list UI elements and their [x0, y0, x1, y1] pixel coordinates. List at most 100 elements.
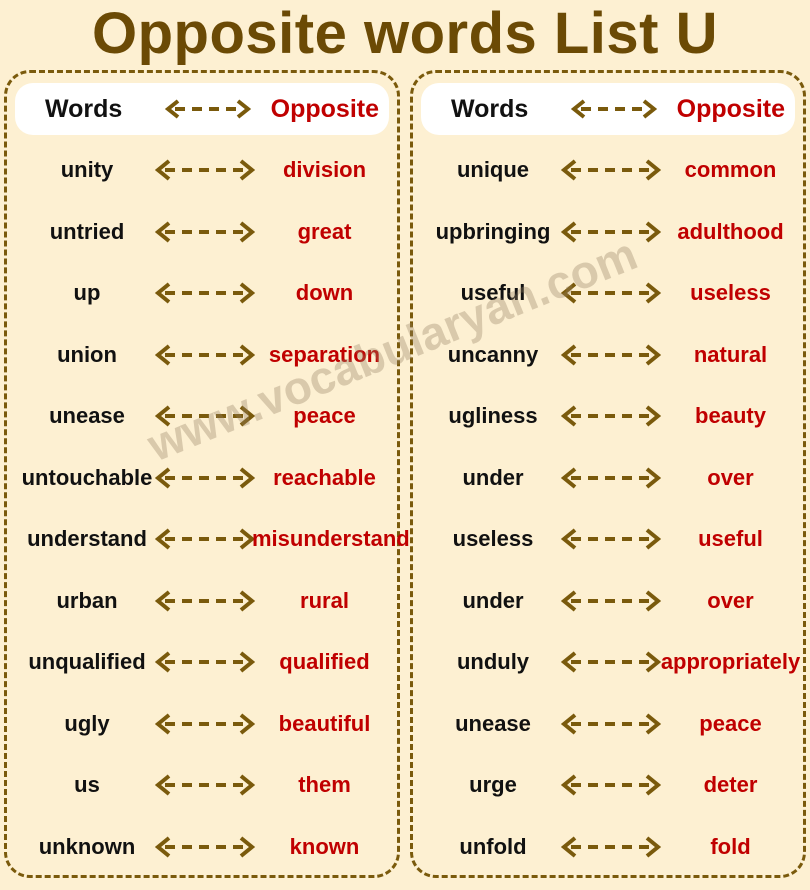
word-text: unique [456, 157, 530, 182]
opposite-text: peace [293, 403, 356, 428]
opposite-text: useful [698, 526, 763, 551]
word-text: ugliness [448, 403, 538, 428]
left-word-list: Words Opposite unity division untried great… [4, 70, 410, 878]
word-pair-row: unduly appropriately [413, 637, 803, 687]
word-text: under [462, 587, 524, 613]
word-text: up [73, 280, 101, 305]
double-arrow-icon [155, 835, 255, 858]
double-arrow-icon [155, 528, 255, 550]
word-text: useful [460, 280, 526, 305]
double-arrow-icon [561, 712, 661, 735]
double-arrow-icon [155, 343, 255, 366]
word-pair-row: unknown known [7, 822, 397, 872]
word-text: unknown [38, 833, 136, 859]
word-text: unease [455, 710, 531, 736]
word-text: untried [49, 218, 125, 244]
word-text: unease [49, 403, 125, 428]
word-text: unfold [459, 833, 527, 859]
double-arrow-icon [561, 774, 661, 796]
opposite-text: useless [690, 280, 771, 305]
word-text: unduly [456, 649, 530, 674]
double-arrow-icon [155, 405, 255, 427]
words-header-label: Words [45, 95, 123, 123]
opposite-text: common [684, 157, 777, 182]
double-arrow-icon [561, 466, 661, 489]
opposite-text: them [298, 772, 351, 797]
opposite-text: qualified [279, 649, 370, 674]
double-arrow-icon [561, 159, 661, 181]
opposite-text: deter [703, 772, 758, 797]
word-text: urge [469, 772, 517, 797]
word-text: useless [452, 526, 534, 551]
opposite-header-label: Opposite [676, 95, 785, 123]
word-text: uncanny [447, 341, 539, 367]
double-arrow-icon [155, 651, 255, 673]
double-arrow-icon [561, 651, 661, 673]
word-text: unity [60, 157, 114, 182]
word-text: union [57, 341, 117, 367]
opposite-text: over [707, 587, 754, 613]
opposite-text: known [289, 833, 360, 859]
opposite-text: division [282, 157, 367, 182]
word-pair-row: unease peace [413, 699, 803, 749]
word-pair-row: useful useless [413, 268, 803, 318]
double-arrow-icon [155, 774, 255, 796]
word-pair-row: ugliness beauty [413, 391, 803, 441]
word-pair-row: urge deter [413, 760, 803, 810]
word-pair-row: under over [413, 453, 803, 503]
double-arrow-icon [155, 282, 255, 304]
word-pair-row: untried great [7, 207, 397, 257]
double-arrow-icon [561, 282, 661, 304]
word-pair-row: unity division [7, 145, 397, 195]
left-list-header: Words Opposite [15, 83, 389, 135]
word-text: us [74, 772, 100, 797]
word-text: understand [27, 526, 147, 551]
opposite-text: over [707, 464, 754, 490]
double-arrow-icon [155, 466, 255, 489]
opposite-header-label: Opposite [270, 95, 379, 123]
double-arrow-icon [155, 712, 255, 735]
double-arrow-icon [561, 343, 661, 366]
double-arrow-icon [571, 99, 657, 119]
word-pair-row: untouchable reachable [7, 453, 397, 503]
double-arrow-icon [561, 405, 661, 427]
opposite-text: down [295, 280, 354, 305]
word-pair-row: us them [7, 760, 397, 810]
word-text: untouchable [21, 464, 153, 490]
opposite-text: fold [710, 833, 751, 859]
opposite-text: great [297, 218, 352, 244]
word-pair-row: unqualified qualified [7, 637, 397, 687]
double-arrow-icon [561, 528, 661, 550]
words-header-label: Words [451, 95, 529, 123]
double-arrow-icon [561, 220, 661, 243]
opposite-text: rural [300, 587, 349, 613]
word-text: unqualified [28, 649, 146, 674]
double-arrow-icon [561, 589, 661, 612]
word-text: urban [56, 587, 118, 613]
word-pair-row: under over [413, 576, 803, 626]
double-arrow-icon [155, 220, 255, 243]
opposite-text: reachable [273, 464, 376, 490]
word-text: under [462, 464, 524, 490]
word-text: ugly [64, 710, 110, 736]
word-pair-row: unique common [413, 145, 803, 195]
double-arrow-icon [561, 835, 661, 858]
opposite-text: natural [693, 341, 768, 367]
word-pair-row: urban rural [7, 576, 397, 626]
double-arrow-icon [155, 159, 255, 181]
right-list-header: Words Opposite [421, 83, 795, 135]
opposite-text: peace [699, 710, 762, 736]
opposite-text: adulthood [677, 218, 784, 244]
opposite-text: beauty [695, 403, 766, 428]
opposite-text: appropriately [660, 649, 801, 674]
word-pair-row: unease peace [7, 391, 397, 441]
page-title: Opposite words List U [92, 1, 718, 66]
word-pair-row: useless useful [413, 514, 803, 564]
word-pair-row: uncanny natural [413, 330, 803, 380]
double-arrow-icon [155, 589, 255, 612]
